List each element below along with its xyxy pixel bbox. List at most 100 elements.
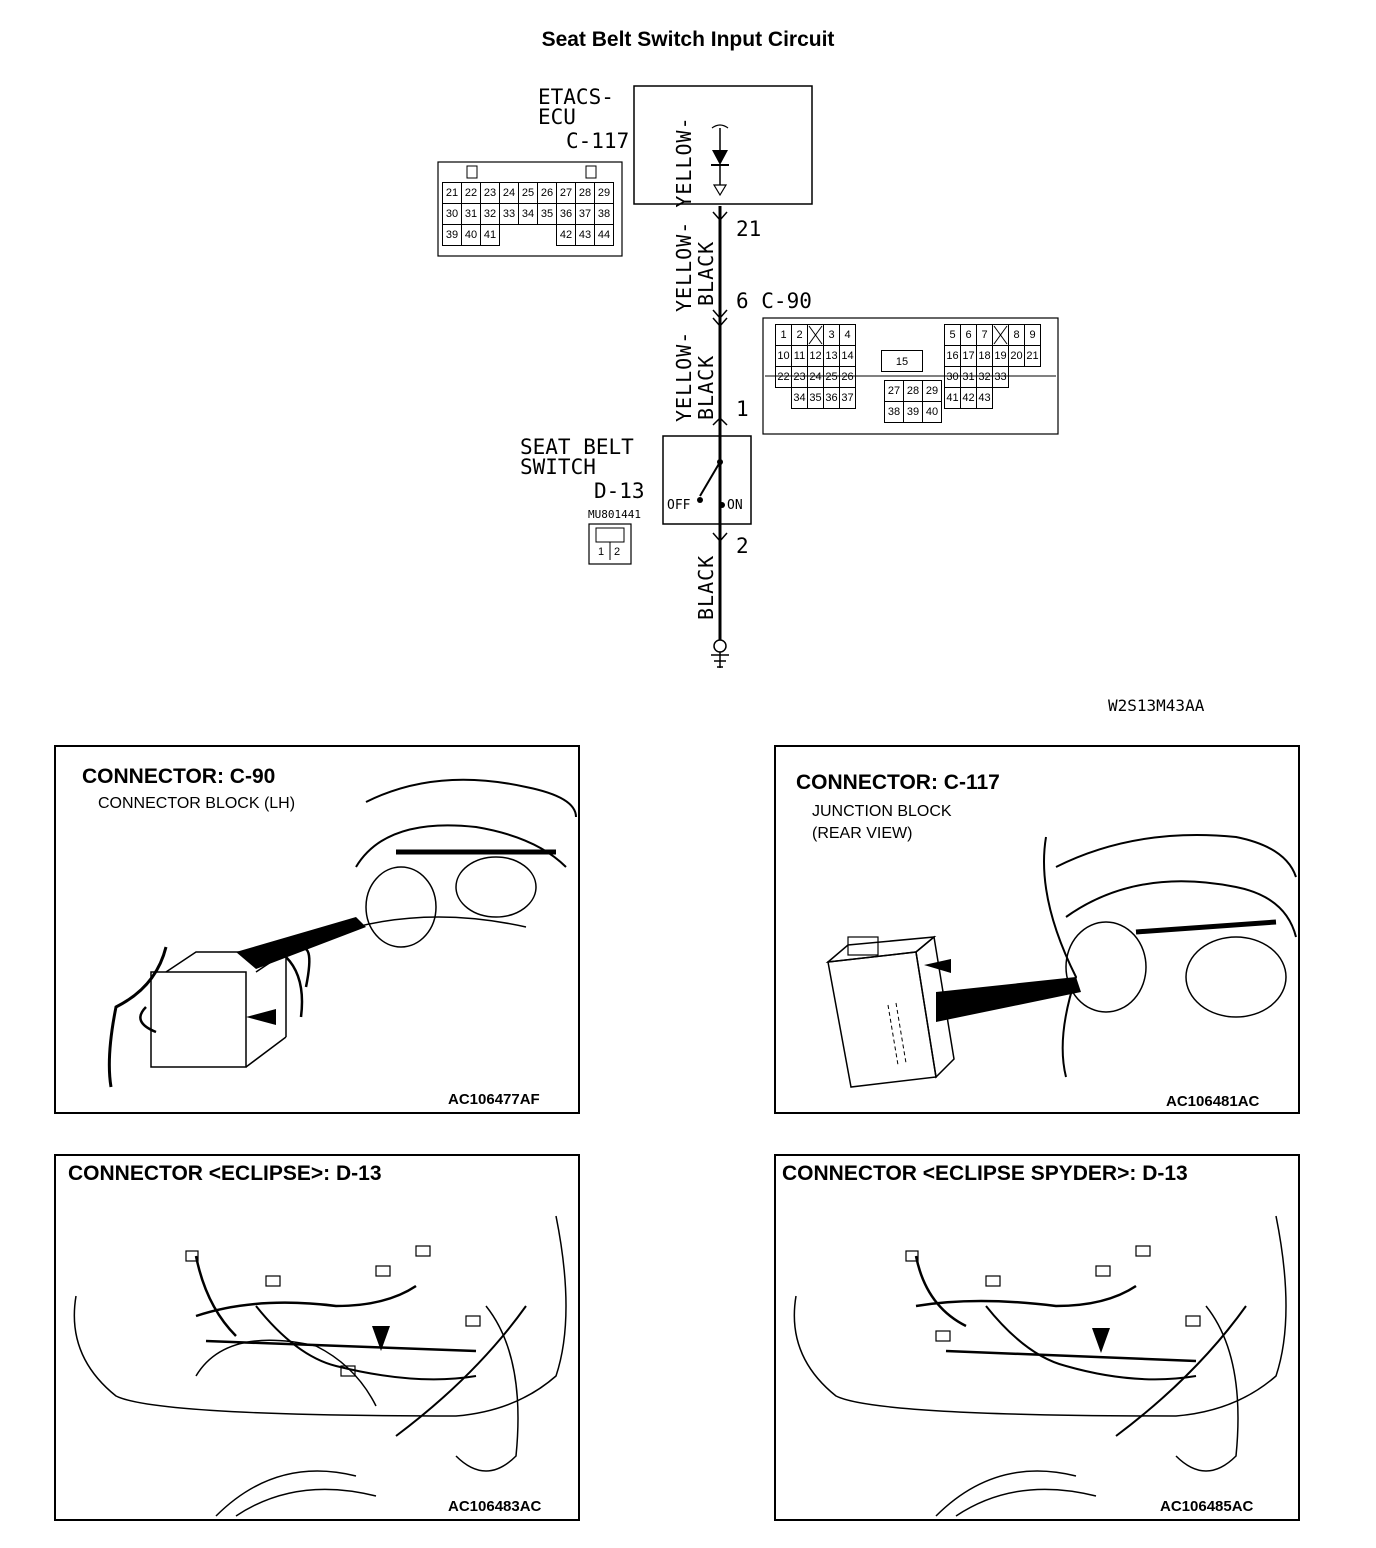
ecu-cavity: 35 <box>537 203 557 225</box>
panel-d13-eclipse-code: AC106483AC <box>448 1498 542 1515</box>
switch-pin-label-2: 2 <box>614 546 621 558</box>
c90-cavity-15: 15 <box>881 350 923 372</box>
switch-off-label: OFF <box>667 498 691 513</box>
ecu-pin-21: 21 <box>736 217 762 241</box>
c90-left-cavity: 14 <box>839 345 856 367</box>
c90-right-cavity: 7 <box>976 324 993 346</box>
ecu-cavity: 22 <box>461 182 481 204</box>
c90-center-cavity: 28 <box>903 380 923 402</box>
panel-d13-eclipse-title: CONNECTOR <ECLIPSE>: D-13 <box>68 1162 382 1185</box>
c90-right-cavity: 17 <box>960 345 977 367</box>
panel-c117: CONNECTOR: C-117 JUNCTION BLOCK (REAR VI… <box>774 745 1300 1114</box>
c90-center-cavity: 27 <box>884 380 904 402</box>
c90-right-cavity: 33 <box>992 366 1009 388</box>
c90-right-cavity: 8 <box>1008 324 1025 346</box>
c90-right-cavity: 21 <box>1024 345 1041 367</box>
c90-right-cavity: 5 <box>944 324 961 346</box>
wire-label-upper2: BLACK <box>694 240 718 306</box>
c90-left-cavity: 3 <box>823 324 840 346</box>
c90-left-cavity: 34 <box>791 387 808 409</box>
c90-right-cavity: 9 <box>1024 324 1041 346</box>
wire-label-ground: BLACK <box>694 554 718 620</box>
c90-center-cavity: 39 <box>903 401 923 423</box>
c90-left-cavity: 4 <box>839 324 856 346</box>
wire-label-lower: YELLOW- <box>672 330 696 422</box>
panel-c117-illustration <box>825 834 1297 1088</box>
switch-pin-label-1: 1 <box>598 546 605 558</box>
c90-left-cavity: 26 <box>839 366 856 388</box>
ecu-cavity <box>500 225 519 246</box>
switch-pin-1: 1 <box>736 397 749 421</box>
c90-left-cavity: 37 <box>839 387 856 409</box>
c90-right-cavity: 43 <box>976 387 993 409</box>
panel-d13-spyder: CONNECTOR <ECLIPSE SPYDER>: D-13 AC10648… <box>774 1154 1300 1521</box>
ecu-cavity: 23 <box>480 182 500 204</box>
ecu-cavity: 29 <box>594 182 614 204</box>
ecu-cavity: 30 <box>442 203 462 225</box>
schematic-lines <box>437 85 1059 668</box>
c90-center-cavity: 38 <box>884 401 904 423</box>
c90-left-cavity: 23 <box>791 366 808 388</box>
ecu-cavity: 41 <box>480 224 500 246</box>
ecu-cavity: 39 <box>442 224 462 246</box>
c90-right-cavity: 16 <box>944 345 961 367</box>
c90-right-cavity: 41 <box>944 387 961 409</box>
wire-label-lower2: BLACK <box>694 354 718 420</box>
c90-right-cavity: 31 <box>960 366 977 388</box>
c90-left-cavity: 12 <box>807 345 824 367</box>
switch-label-line1: SEAT BELT <box>520 435 634 459</box>
c90-right-cavity: 30 <box>944 366 961 388</box>
ecu-label-line2: ECU <box>538 105 576 129</box>
panel-d13-eclipse-illustration <box>73 1215 567 1517</box>
switch-label-line2: SWITCH <box>520 455 596 479</box>
ecu-cavity: 33 <box>499 203 519 225</box>
c90-right-cavity: 19 <box>992 345 1009 367</box>
ecu-cavity: 40 <box>461 224 481 246</box>
panel-d13-spyder-title: CONNECTOR <ECLIPSE SPYDER>: D-13 <box>782 1162 1188 1185</box>
ecu-cavity: 36 <box>556 203 576 225</box>
panel-d13-spyder-code: AC106485AC <box>1160 1498 1254 1515</box>
panel-c117-code: AC106481AC <box>1166 1093 1260 1110</box>
ecu-cavity: 37 <box>575 203 595 225</box>
panel-c90-subtitle: CONNECTOR BLOCK (LH) <box>98 795 296 812</box>
panel-c117-subtitle-1: JUNCTION BLOCK <box>812 803 952 820</box>
ecu-cavity: 25 <box>518 182 538 204</box>
ecu-cavity: 31 <box>461 203 481 225</box>
ecu-cavity: 38 <box>594 203 614 225</box>
ecu-cavity: 32 <box>480 203 500 225</box>
c90-right-cavity: 18 <box>976 345 993 367</box>
ecu-cavity: 21 <box>442 182 462 204</box>
c90-left-cavity <box>776 388 792 409</box>
switch-on-label: ON <box>727 498 743 513</box>
ecu-connector-label: C-117 <box>566 129 630 153</box>
ecu-cavity <box>519 225 538 246</box>
c90-center-cavity: 40 <box>922 401 942 423</box>
c90-right-cavity: 32 <box>976 366 993 388</box>
c90-left-cavity: 2 <box>791 324 808 346</box>
panel-c90-title: CONNECTOR: C-90 <box>82 765 276 788</box>
c90-left-cavity: 13 <box>823 345 840 367</box>
c90-left-cavity <box>807 324 824 346</box>
wire-label-upper: YELLOW- YELLOW- <box>672 116 696 312</box>
ecu-cavity: 44 <box>594 224 614 246</box>
ecu-cavity: 26 <box>537 182 557 204</box>
ecu-cavity: 27 <box>556 182 576 204</box>
switch-connector-label: D-13 <box>594 479 645 503</box>
c90-left-cavity: 10 <box>775 345 792 367</box>
switch-part-number: MU801441 <box>588 508 641 521</box>
panel-c117-title: CONNECTOR: C-117 <box>796 771 1000 794</box>
c90-left-cavity: 36 <box>823 387 840 409</box>
ecu-cavity: 34 <box>518 203 538 225</box>
c90-right-cavity: 20 <box>1008 345 1025 367</box>
c90-left-cavity: 22 <box>775 366 792 388</box>
c90-left-cavity: 35 <box>807 387 824 409</box>
panel-c117-subtitle-2: (REAR VIEW) <box>812 825 913 842</box>
ecu-cavity: 42 <box>556 224 576 246</box>
ecu-cavity: 24 <box>499 182 519 204</box>
page-title: Seat Belt Switch Input Circuit <box>541 28 835 51</box>
c90-center-cavity: 29 <box>922 380 942 402</box>
